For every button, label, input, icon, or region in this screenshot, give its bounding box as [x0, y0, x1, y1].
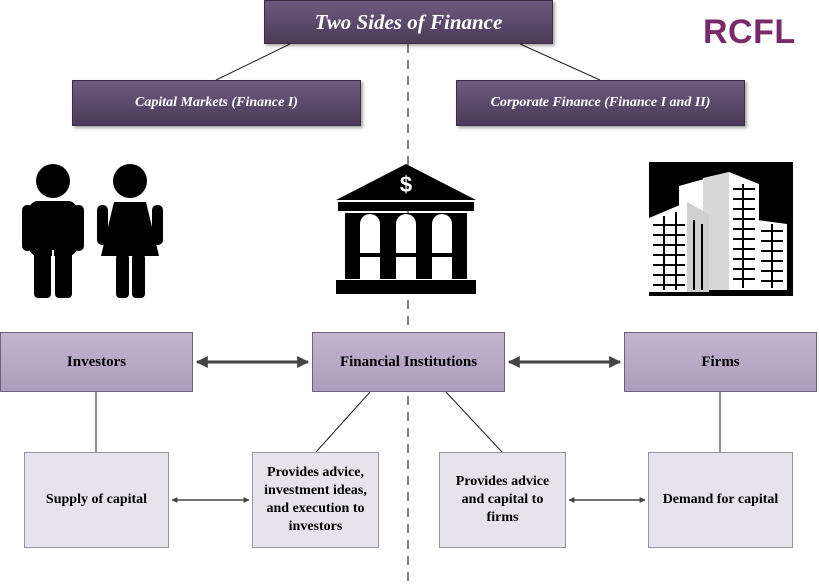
financial-institutions-box: Financial Institutions	[312, 332, 505, 392]
bank-icon: $	[336, 164, 476, 294]
fi-advice-firms-connector	[445, 391, 503, 453]
corporate-finance-header: Corporate Finance (Finance I and II)	[456, 80, 745, 126]
rcfl-logo: RCFL	[703, 13, 796, 51]
demand-for-capital-box: Demand for capital	[648, 452, 793, 548]
firms-box: Firms	[624, 332, 817, 392]
supply-of-capital-box: Supply of capital	[24, 452, 169, 548]
title-left-connector	[215, 43, 291, 81]
advice-to-investors-box: Provides advice, investment ideas, and e…	[252, 452, 379, 548]
capital-markets-header: Capital Markets (Finance I)	[72, 80, 361, 126]
fi-advice-investors-connector	[315, 391, 371, 453]
people-icon	[22, 164, 163, 298]
title-right-connector	[519, 43, 601, 81]
diagram-title: Two Sides of Finance	[264, 0, 553, 44]
advice-to-firms-box: Provides advice and capital to firms	[439, 452, 566, 548]
dollar-sign: $	[400, 172, 412, 197]
investors-box: Investors	[0, 332, 193, 392]
office-buildings-icon	[649, 162, 793, 296]
